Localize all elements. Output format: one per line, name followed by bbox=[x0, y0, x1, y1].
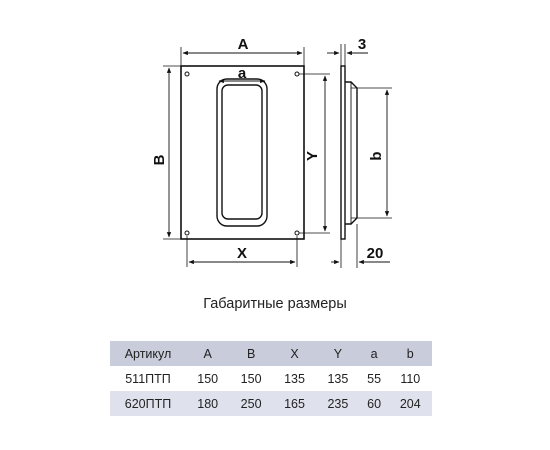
spigot-outer bbox=[216, 78, 268, 227]
label-thickness: 3 bbox=[358, 36, 366, 53]
table-cell: 180 bbox=[197, 396, 219, 411]
table-cell: 511ПТП bbox=[125, 371, 171, 386]
caption: Габаритные размеры bbox=[203, 296, 347, 312]
side-spigot bbox=[345, 81, 358, 225]
header-cell: B bbox=[246, 346, 256, 361]
label-X: X bbox=[237, 245, 247, 262]
spec-table: Артикул A B X Y a b 511ПТП 150 150 135 1… bbox=[110, 341, 432, 416]
table-cell: 250 bbox=[240, 396, 262, 411]
mounting-hole bbox=[184, 230, 190, 236]
header-cell: b bbox=[406, 346, 414, 361]
label-A: A bbox=[238, 36, 249, 53]
header-cell: a bbox=[370, 346, 378, 361]
table-cell: 135 bbox=[284, 371, 305, 386]
table-cell: 150 bbox=[240, 371, 262, 386]
side-view bbox=[327, 44, 392, 268]
mounting-hole bbox=[294, 230, 300, 236]
table-cell: 110 bbox=[400, 371, 421, 386]
side-plate bbox=[340, 65, 346, 240]
table-cell: 150 bbox=[197, 371, 219, 386]
table-cell: 135 bbox=[327, 371, 349, 386]
label-B: B bbox=[151, 154, 168, 165]
mounting-hole bbox=[184, 71, 190, 77]
header-cell: X bbox=[290, 346, 299, 361]
front-view bbox=[163, 47, 330, 267]
spigot-inner bbox=[221, 84, 263, 220]
table-cell: 165 bbox=[284, 396, 305, 411]
table-cell: 60 bbox=[367, 396, 382, 411]
table-row: 620ПТП 180 250 165 235 60 204 bbox=[110, 391, 432, 416]
mounting-hole bbox=[294, 71, 300, 77]
label-b: b bbox=[368, 151, 385, 160]
table-header-row: Артикул A B X Y a b bbox=[110, 341, 432, 366]
table-row: 511ПТП 150 150 135 135 55 110 bbox=[110, 366, 432, 391]
label-a: a bbox=[238, 65, 247, 82]
header-cell: A bbox=[203, 346, 212, 361]
header-cell: Артикул bbox=[124, 346, 172, 361]
table-cell: 204 bbox=[399, 396, 421, 411]
table-cell: 620ПТП bbox=[124, 396, 172, 411]
header-cell: Y bbox=[333, 346, 343, 361]
table-cell: 55 bbox=[367, 371, 382, 386]
plate-outline bbox=[180, 65, 305, 240]
table-cell: 235 bbox=[327, 396, 349, 411]
technical-drawing: A a B X Y 3 b 20 bbox=[151, 36, 392, 268]
label-depth: 20 bbox=[367, 245, 384, 262]
label-Y: Y bbox=[304, 151, 321, 161]
